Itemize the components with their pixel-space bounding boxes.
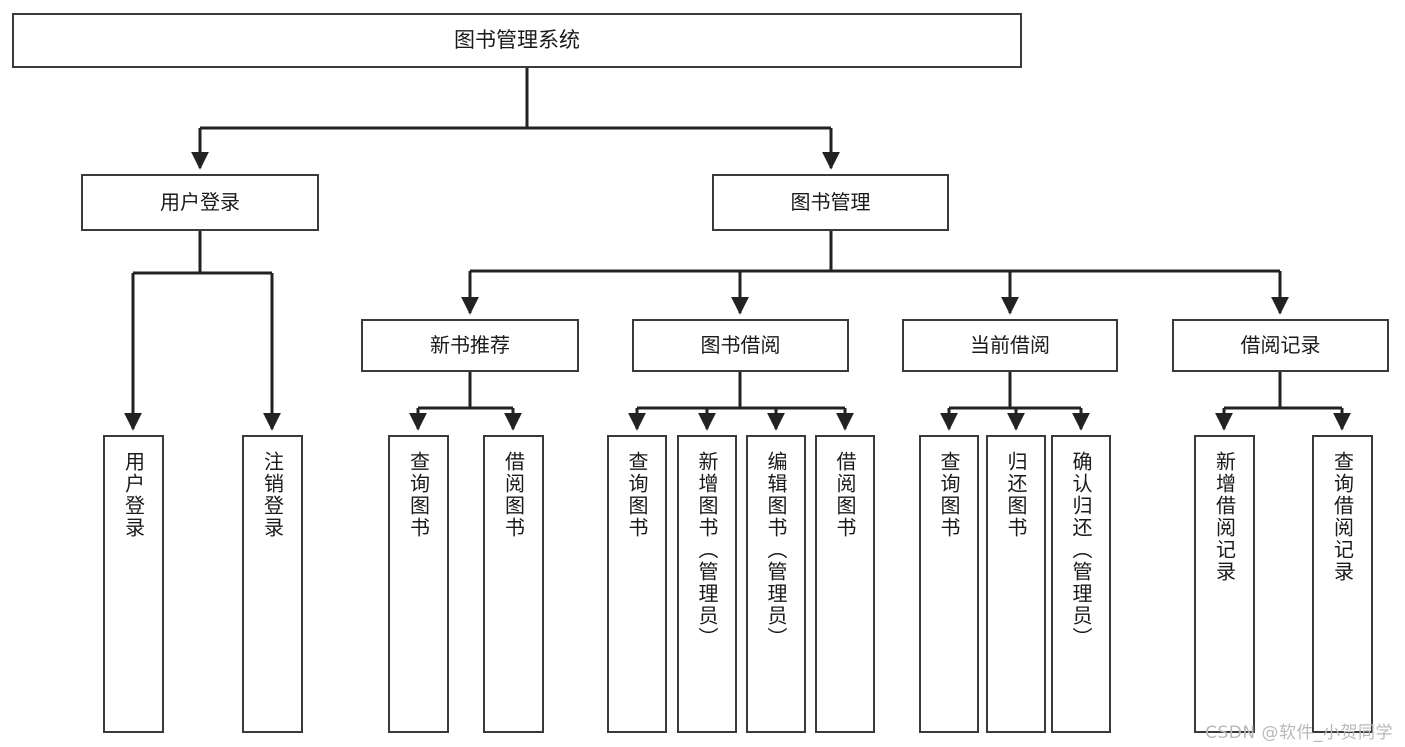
node-leaf-bb-edit-label: 编辑图书（管理员） xyxy=(764,451,788,649)
node-leaf-user-logout[interactable]: 注销登录 xyxy=(242,435,303,733)
node-leaf-log-query-label: 查询借阅记录 xyxy=(1330,451,1355,583)
node-root[interactable]: 图书管理系统 xyxy=(12,13,1022,68)
node-root-label: 图书管理系统 xyxy=(454,28,580,53)
node-leaf-rec-query-label: 查询图书 xyxy=(406,451,431,539)
node-new-book-rec-label: 新书推荐 xyxy=(430,332,510,357)
node-leaf-bb-borrow[interactable]: 借阅图书 xyxy=(815,435,875,733)
node-book-borrow[interactable]: 图书借阅 xyxy=(632,319,849,372)
node-leaf-cb-return[interactable]: 归还图书 xyxy=(986,435,1046,733)
node-leaf-log-add[interactable]: 新增借阅记录 xyxy=(1194,435,1255,733)
node-new-book-rec[interactable]: 新书推荐 xyxy=(361,319,579,372)
node-leaf-cb-confirm[interactable]: 确认归还（管理员） xyxy=(1051,435,1111,733)
node-leaf-cb-query[interactable]: 查询图书 xyxy=(919,435,979,733)
node-leaf-bb-query-label: 查询图书 xyxy=(625,451,649,539)
node-leaf-user-logout-label: 注销登录 xyxy=(260,451,285,539)
node-book-manage[interactable]: 图书管理 xyxy=(712,174,949,231)
node-leaf-bb-edit[interactable]: 编辑图书（管理员） xyxy=(746,435,806,733)
node-leaf-user-login[interactable]: 用户登录 xyxy=(103,435,164,733)
node-leaf-cb-confirm-label: 确认归还（管理员） xyxy=(1069,451,1093,649)
node-book-manage-label: 图书管理 xyxy=(790,189,871,214)
node-leaf-rec-borrow[interactable]: 借阅图书 xyxy=(483,435,544,733)
node-book-borrow-label: 图书借阅 xyxy=(700,332,781,357)
node-leaf-rec-borrow-label: 借阅图书 xyxy=(501,451,526,539)
node-leaf-cb-return-label: 归还图书 xyxy=(1004,451,1028,539)
watermark-text: CSDN @软件_小贺同学 xyxy=(1205,723,1393,743)
node-leaf-log-query[interactable]: 查询借阅记录 xyxy=(1312,435,1373,733)
node-leaf-user-login-label: 用户登录 xyxy=(121,451,146,539)
node-leaf-bb-query[interactable]: 查询图书 xyxy=(607,435,667,733)
node-leaf-log-add-label: 新增借阅记录 xyxy=(1212,451,1237,583)
node-leaf-bb-add-label: 新增图书（管理员） xyxy=(695,451,719,649)
node-user-login-label: 用户登录 xyxy=(160,189,240,214)
node-leaf-bb-borrow-label: 借阅图书 xyxy=(833,451,857,539)
node-leaf-rec-query[interactable]: 查询图书 xyxy=(388,435,449,733)
node-leaf-cb-query-label: 查询图书 xyxy=(937,451,961,539)
node-user-login[interactable]: 用户登录 xyxy=(81,174,319,231)
node-borrow-log-label: 借阅记录 xyxy=(1240,332,1321,357)
node-current-borrow-label: 当前借阅 xyxy=(970,332,1050,357)
node-borrow-log[interactable]: 借阅记录 xyxy=(1172,319,1389,372)
node-current-borrow[interactable]: 当前借阅 xyxy=(902,319,1118,372)
node-leaf-bb-add[interactable]: 新增图书（管理员） xyxy=(677,435,737,733)
